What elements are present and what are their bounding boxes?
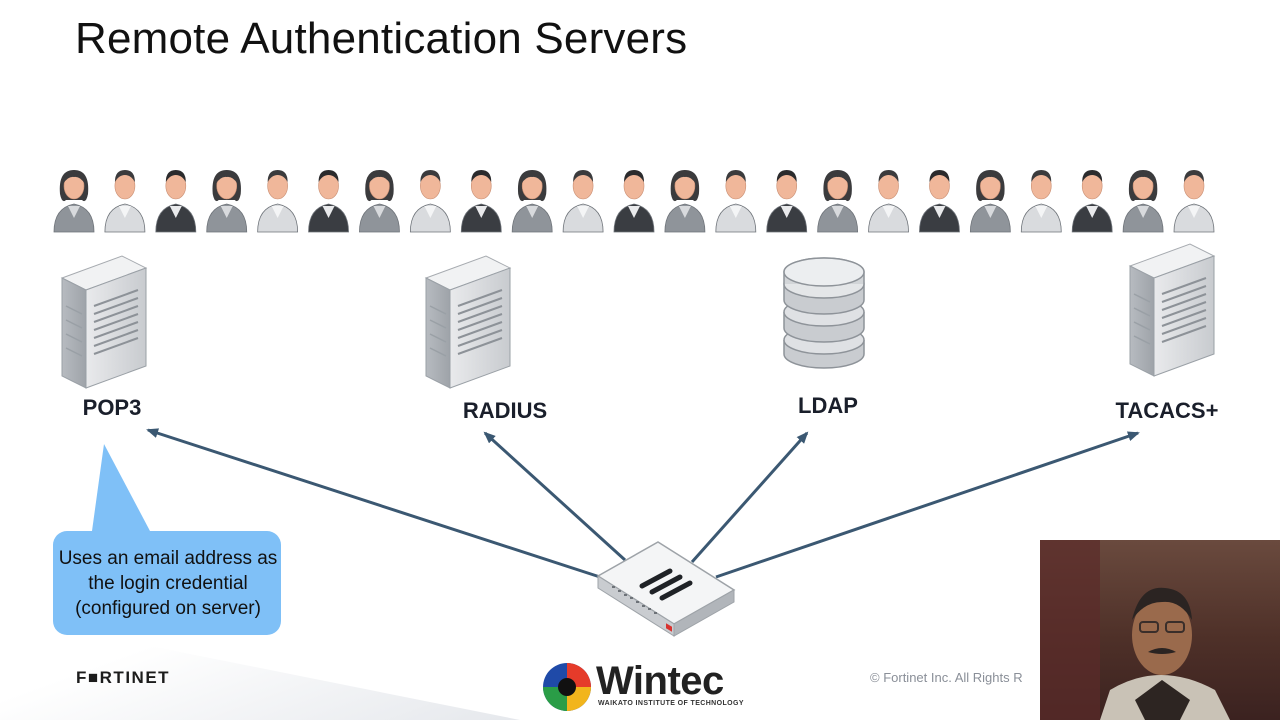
female-user-icon	[53, 170, 95, 233]
arrow-to-radius	[483, 431, 627, 562]
male-user-dark-icon	[308, 170, 349, 233]
male-user-light-icon	[868, 170, 909, 233]
server-tower-icon	[424, 255, 512, 389]
wintec-tagline: WAIKATO INSTITUTE OF TECHNOLOGY	[598, 700, 744, 707]
wintec-name: Wintec	[596, 659, 724, 703]
female-user-icon	[511, 170, 553, 233]
male-user-light-icon	[257, 170, 299, 233]
female-user-icon	[664, 170, 706, 233]
callout-bubble	[53, 444, 281, 635]
webcam-overlay	[1040, 540, 1280, 720]
male-user-light-icon	[104, 170, 146, 233]
female-user-icon	[969, 170, 1011, 233]
female-user-icon	[1122, 170, 1164, 233]
male-user-dark-icon	[155, 170, 197, 233]
male-user-dark-icon	[613, 170, 655, 233]
firewall-appliance-icon	[596, 541, 736, 637]
male-user-light-icon	[1020, 170, 1062, 233]
callout-text: Uses an email address as the login crede…	[58, 548, 278, 619]
server-label-tacacs: TACACS+	[1115, 398, 1219, 423]
server-tower-icon	[60, 255, 148, 389]
wintec-logo: Wintec WAIKATO INSTITUTE OF TECHNOLOGY	[540, 658, 750, 712]
users-row	[53, 170, 1215, 233]
male-user-light-icon	[1173, 170, 1215, 233]
presenter-video-icon	[1040, 540, 1230, 720]
male-user-light-icon	[562, 170, 604, 233]
connection-arrows	[146, 428, 1140, 579]
male-user-dark-icon	[919, 170, 960, 233]
server-label-pop3: POP3	[82, 395, 142, 420]
fortinet-logo: F■RTINET	[76, 668, 171, 687]
arrow-to-tacacs	[715, 431, 1140, 579]
wintec-emblem-icon	[543, 663, 591, 711]
slide-title: Remote Authentication Servers	[75, 14, 688, 63]
female-user-icon	[817, 170, 859, 233]
server-tower-icon	[1128, 243, 1216, 377]
arrow-to-ldap	[690, 431, 809, 563]
male-user-light-icon	[715, 170, 757, 233]
male-user-dark-icon	[766, 170, 808, 233]
male-user-light-icon	[409, 170, 451, 233]
arrow-to-pop3	[146, 428, 601, 579]
female-user-icon	[206, 170, 248, 233]
male-user-dark-icon	[460, 170, 502, 233]
male-user-dark-icon	[1071, 170, 1113, 233]
server-label-radius: RADIUS	[462, 398, 548, 423]
female-user-icon	[359, 170, 400, 233]
database-icon	[783, 257, 865, 369]
server-label-ldap: LDAP	[798, 393, 858, 418]
copyright-text: © Fortinet Inc. All Rights R	[870, 670, 1023, 685]
